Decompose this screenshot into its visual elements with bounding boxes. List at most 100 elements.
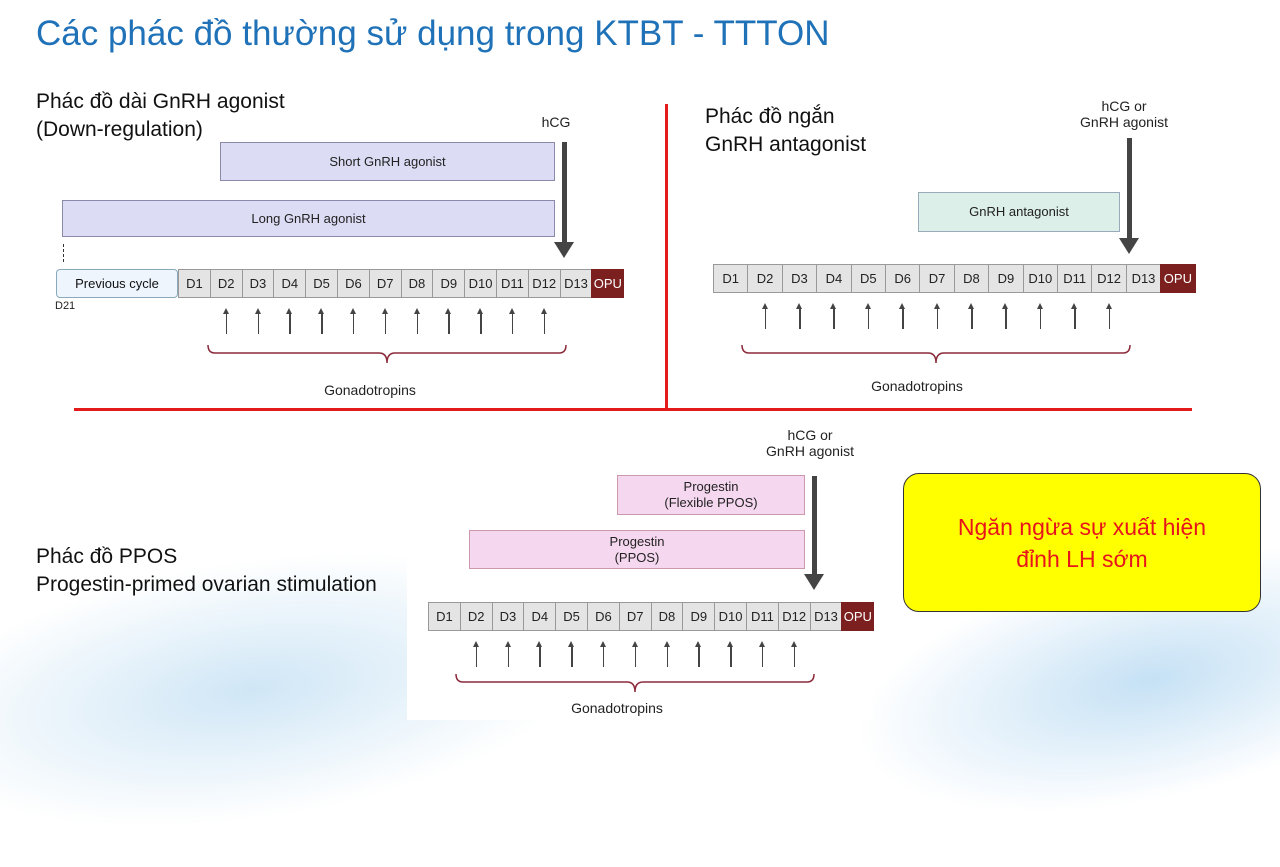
- day-cell: D10: [464, 269, 497, 298]
- panel-antagonist-label: Phác đồ ngắn GnRH antagonist: [705, 103, 866, 159]
- injection-arrow-icon: [318, 308, 324, 334]
- short-agonist-bar: Short GnRH agonist: [220, 142, 555, 181]
- day-cell: D13: [809, 602, 843, 631]
- injection-arrow-icon: [791, 641, 796, 667]
- brace-icon: [455, 674, 815, 693]
- label-line: GnRH antagonist: [705, 133, 867, 156]
- day-cell: D9: [988, 264, 1024, 293]
- injection-arrow-icon: [509, 308, 515, 334]
- bar-line: Progestin: [609, 533, 665, 549]
- vertical-divider: [665, 104, 668, 411]
- day-cell: D11: [496, 269, 529, 298]
- panel-ppos-label: Phác đồ PPOS Progestin-primed ovarian st…: [36, 543, 377, 599]
- callout-box: Ngăn ngừa sự xuất hiện đỉnh LH sớm: [903, 473, 1261, 612]
- label-line: Progestin-primed ovarian stimulation: [36, 573, 377, 596]
- day-cell: D5: [305, 269, 338, 298]
- day-cell: OPU: [591, 269, 625, 298]
- injection-arrow-icon: [759, 641, 765, 667]
- gonadotropins-label: Gonadotropins: [871, 378, 963, 394]
- injection-arrow-icon: [831, 303, 836, 329]
- day-cell: D1: [178, 269, 211, 298]
- horizontal-divider: [74, 408, 1192, 411]
- injection-arrow-icon: [223, 308, 228, 334]
- injection-arrow-icon: [727, 641, 733, 667]
- day-cell: OPU: [841, 602, 875, 631]
- label-line: (Down-regulation): [36, 118, 203, 141]
- injection-arrow-icon: [541, 308, 546, 334]
- label-line: GnRH agonist: [1080, 114, 1168, 130]
- trigger-label: hCG: [541, 114, 571, 130]
- dashed-arrow: [63, 244, 64, 262]
- day-cell: D4: [816, 264, 852, 293]
- gonadotropins-label: Gonadotropins: [571, 700, 663, 716]
- slide-title: Các phác đồ thường sử dụng trong KTBT - …: [36, 14, 830, 53]
- brace-icon: [207, 345, 567, 364]
- trigger-arrow-icon: [804, 476, 824, 590]
- injection-arrow-icon: [934, 303, 939, 329]
- day-cell: D8: [953, 264, 990, 293]
- day-cell: D3: [241, 269, 275, 298]
- injection-arrow-icon: [382, 308, 387, 334]
- long-agonist-bar: Long GnRH agonist: [62, 200, 555, 237]
- day-cell: D3: [491, 602, 525, 631]
- day-cell: D4: [523, 602, 557, 631]
- day-cell: D6: [587, 602, 620, 631]
- brace-icon: [741, 345, 1131, 364]
- injection-arrow-icon: [762, 303, 767, 329]
- bar-line: Progestin: [683, 479, 739, 494]
- injection-arrow-icon: [696, 641, 701, 667]
- trigger-label: hCG or GnRH agonist: [750, 427, 870, 459]
- day-cell: D4: [273, 269, 307, 298]
- day-cell: D13: [1125, 264, 1162, 293]
- injection-arrow-icon: [568, 641, 574, 667]
- day-cell: D2: [459, 602, 493, 631]
- callout-line: Ngăn ngừa sự xuất hiện: [957, 513, 1207, 540]
- injection-arrow-icon: [1071, 303, 1077, 329]
- panel-long-label: Phác đồ dài GnRH agonist (Down-regulatio…: [36, 88, 285, 144]
- day-cell: D9: [682, 602, 716, 631]
- label-line: hCG or: [787, 427, 833, 443]
- antagonist-bar: GnRH antagonist: [918, 192, 1120, 232]
- injection-arrow-icon: [255, 308, 260, 334]
- day-cell: D5: [555, 602, 588, 631]
- injection-arrow-icon: [865, 303, 871, 329]
- ppos-bar: Progestin (PPOS): [469, 530, 805, 569]
- day-cell: D9: [432, 269, 466, 298]
- injection-arrow-icon: [477, 308, 483, 334]
- bar-line: (PPOS): [614, 549, 660, 565]
- day-cell: D7: [618, 602, 652, 631]
- day-cell: D6: [885, 264, 921, 293]
- day-cell: D12: [1091, 264, 1127, 293]
- d21-label: D21: [55, 300, 76, 312]
- injection-arrow-icon: [632, 641, 637, 667]
- label-line: hCG or: [1101, 98, 1147, 114]
- injection-arrow-icon: [350, 308, 356, 334]
- injection-arrow-icon: [446, 308, 451, 334]
- day-cell: D10: [714, 602, 747, 631]
- injection-arrow-icon: [1003, 303, 1008, 329]
- gonadotropins-label: Gonadotropins: [324, 382, 416, 398]
- day-cell: D7: [368, 269, 402, 298]
- day-cell: D2: [209, 269, 243, 298]
- trigger-label: hCG or GnRH agonist: [1064, 98, 1184, 130]
- day-cell: D5: [850, 264, 886, 293]
- injection-arrow-icon: [1037, 303, 1043, 329]
- day-cell: D1: [713, 264, 749, 293]
- label-line: Phác đồ ngắn: [705, 105, 835, 128]
- injection-arrow-icon: [600, 641, 606, 667]
- day-cell: D12: [777, 602, 811, 631]
- injection-arrow-icon: [899, 303, 905, 329]
- day-cell: D13: [559, 269, 593, 298]
- day-cell: D1: [428, 602, 461, 631]
- injection-arrow-icon: [664, 641, 669, 667]
- day-cell: D12: [527, 269, 561, 298]
- bar-line: (Flexible PPOS): [664, 495, 758, 510]
- day-cell: D6: [337, 269, 370, 298]
- day-cell: D8: [650, 602, 684, 631]
- label-line: Phác đồ dài GnRH agonist: [36, 90, 285, 113]
- trigger-arrow-icon: [1119, 138, 1139, 254]
- callout-line: đỉnh LH sớm: [1016, 545, 1148, 572]
- injection-arrow-icon: [287, 308, 292, 334]
- flexible-ppos-bar: Progestin (Flexible PPOS): [617, 475, 805, 515]
- injection-arrow-icon: [796, 303, 802, 329]
